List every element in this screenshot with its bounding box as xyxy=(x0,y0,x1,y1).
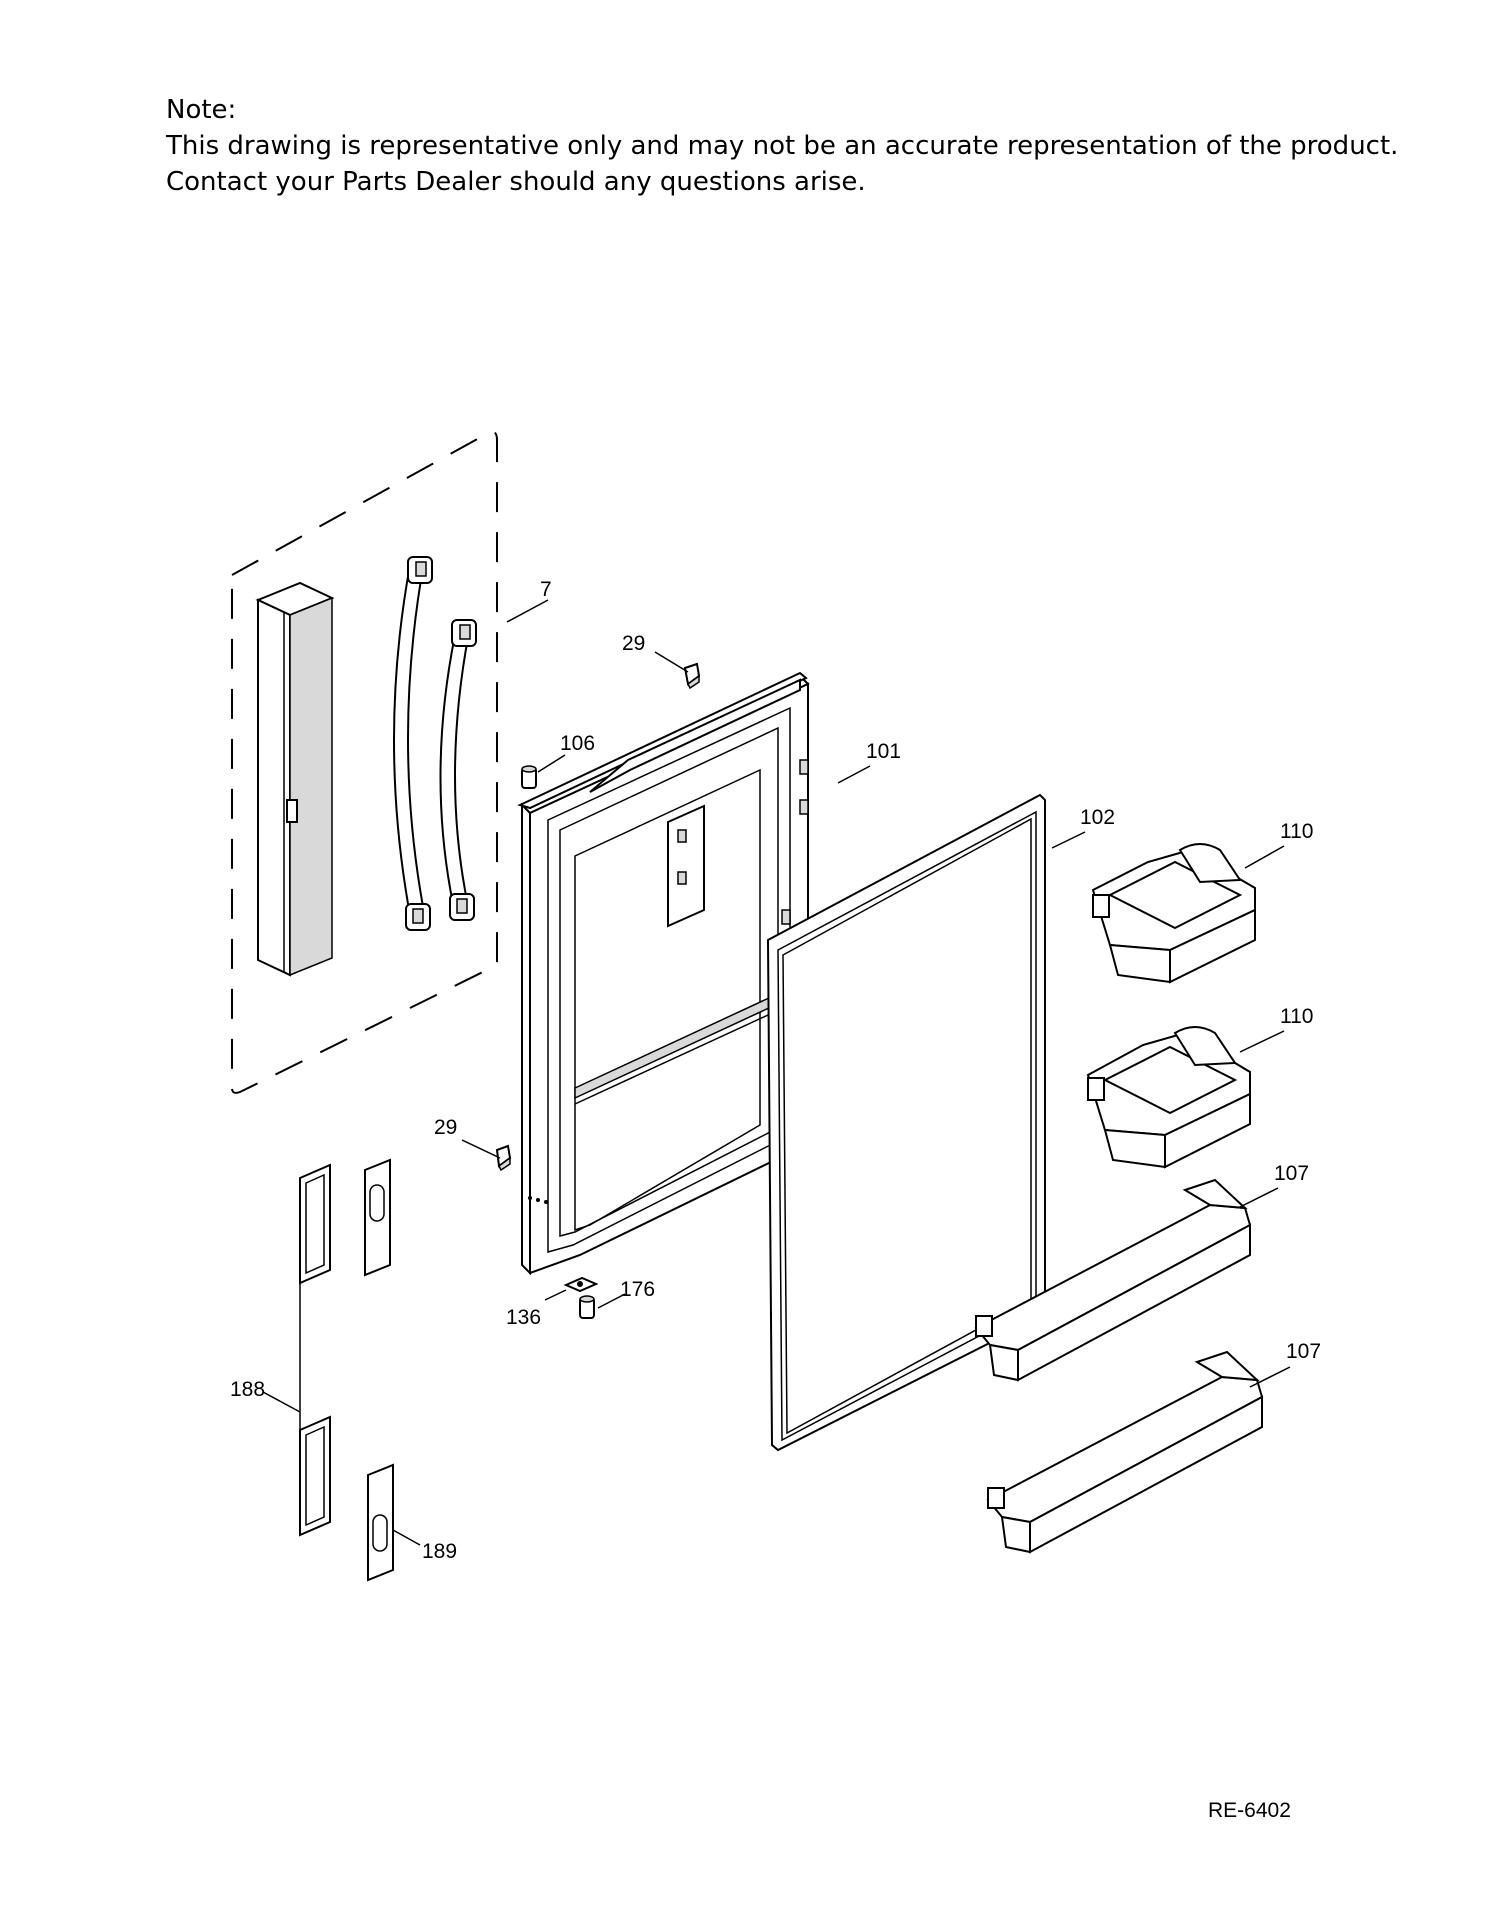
door-shelf-107-upper xyxy=(974,1178,1252,1382)
callout-29-bottom: 29 xyxy=(434,1116,457,1139)
callout-107-upper: 107 xyxy=(1274,1162,1309,1185)
note-block: Note: This drawing is representative onl… xyxy=(166,92,1398,200)
note-heading: Note: xyxy=(166,95,237,125)
door-assembly xyxy=(517,671,813,1276)
handle-kit-group xyxy=(231,430,498,1094)
handle-kit-dashed-outline xyxy=(231,430,498,1094)
door-shelf-107-lower xyxy=(986,1350,1264,1554)
callout-110-lower: 110 xyxy=(1280,1005,1313,1028)
hinge-pin-29-bottom xyxy=(495,1144,512,1172)
callout-101: 101 xyxy=(866,740,901,763)
callout-189: 189 xyxy=(422,1540,457,1563)
trim-cover-upper xyxy=(364,1158,391,1277)
trim-cover-189 xyxy=(367,1463,394,1582)
callout-29-top: 29 xyxy=(622,632,645,655)
hinge-washer-136 xyxy=(563,1276,599,1293)
note-line-1: This drawing is representative only and … xyxy=(166,131,1399,161)
door-bin-110-lower xyxy=(1086,1026,1251,1169)
callout-107-lower: 107 xyxy=(1286,1340,1321,1363)
trim-strip-188 xyxy=(299,1163,331,1537)
callout-176: 176 xyxy=(620,1278,655,1301)
handle-trim-strip xyxy=(255,581,335,977)
callout-106: 106 xyxy=(560,732,595,755)
handle-1 xyxy=(393,556,433,931)
callout-110-upper: 110 xyxy=(1280,820,1313,843)
door-bin-110-upper xyxy=(1091,843,1256,984)
door-stop-106 xyxy=(521,765,537,789)
callout-136: 136 xyxy=(506,1306,541,1329)
leader-lines xyxy=(262,599,1291,1546)
handle-2 xyxy=(439,619,477,921)
hinge-pin-29-top xyxy=(683,662,701,690)
document-id: RE-6402 xyxy=(1208,1799,1291,1822)
callout-7: 7 xyxy=(540,578,552,601)
callout-102: 102 xyxy=(1080,806,1115,829)
callout-188: 188 xyxy=(230,1378,265,1401)
hinge-bushing-176 xyxy=(579,1295,595,1319)
note-line-2: Contact your Parts Dealer should any que… xyxy=(166,167,866,197)
